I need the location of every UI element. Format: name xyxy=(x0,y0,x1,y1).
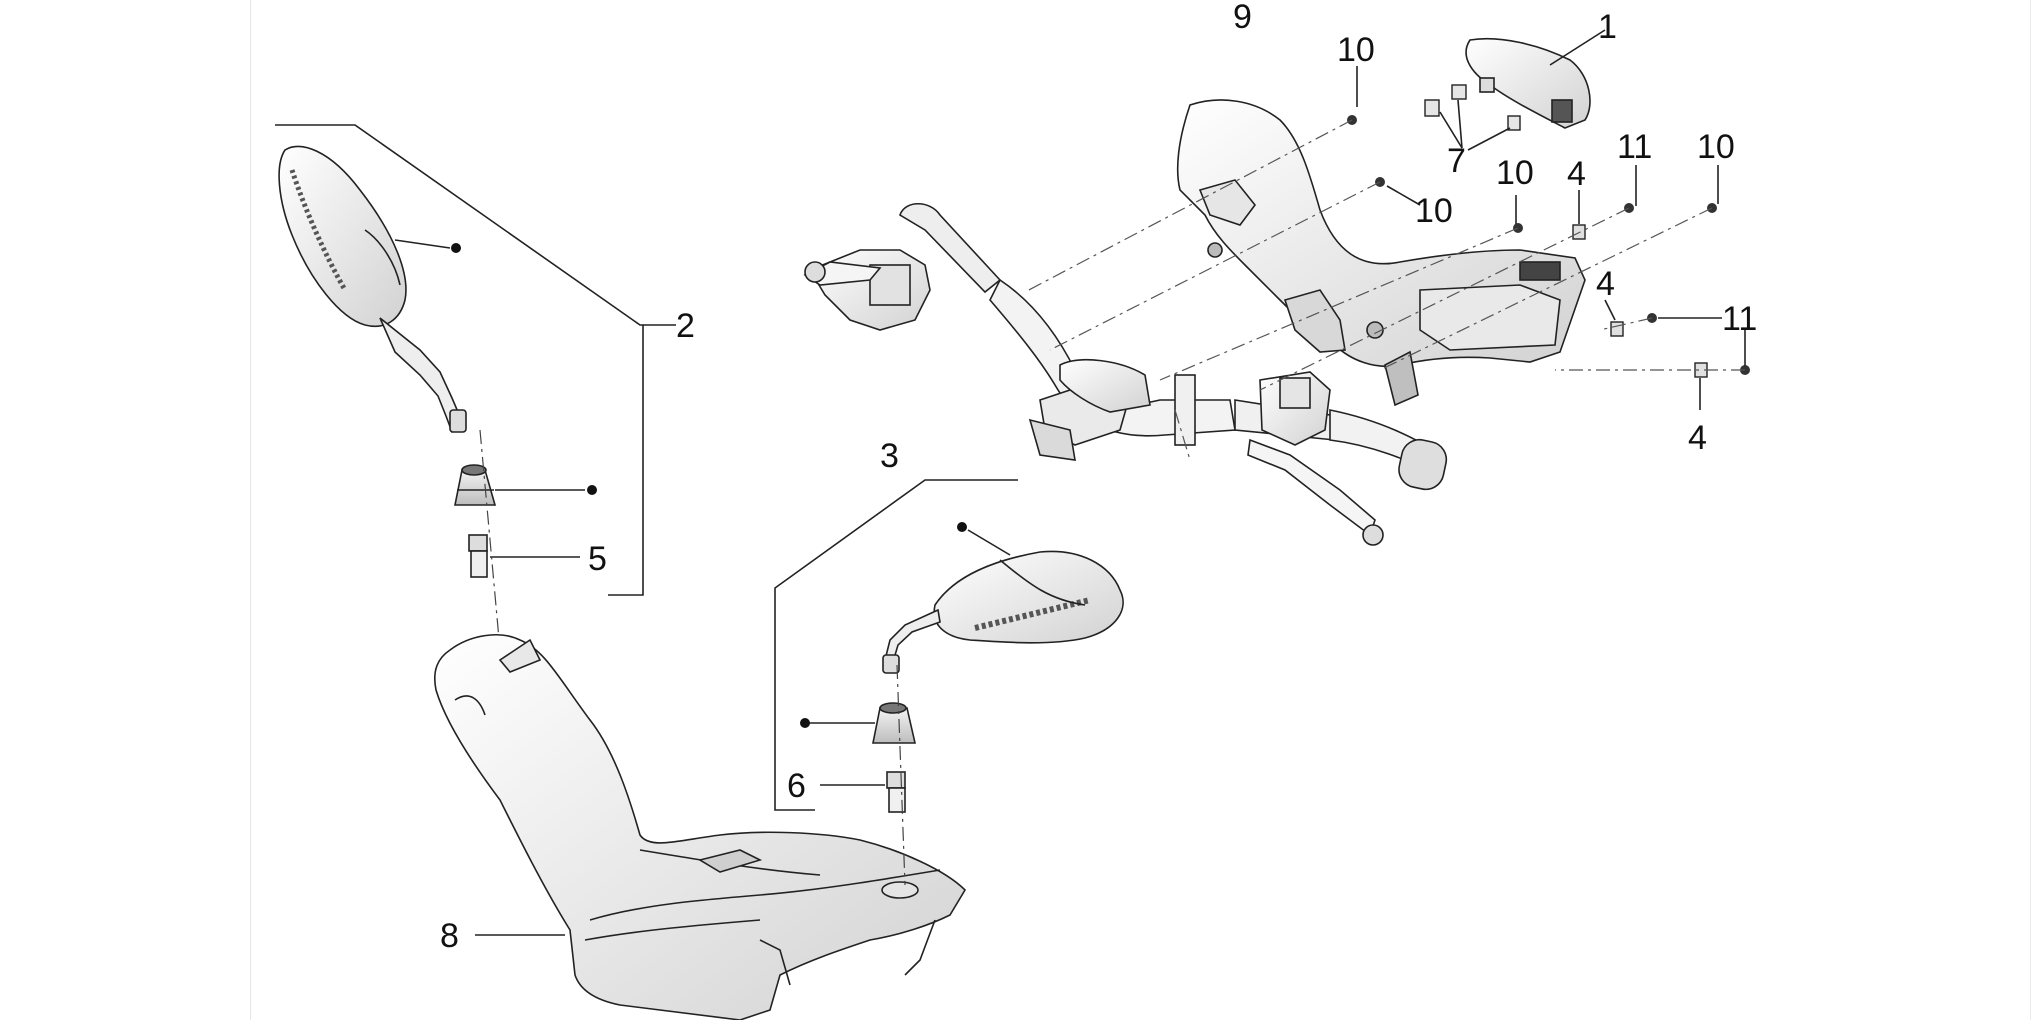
bullet-dot-icon xyxy=(587,485,597,495)
callout-10-b: 10 xyxy=(1415,192,1453,230)
left-rubber-boot xyxy=(454,464,497,506)
assembly-lines xyxy=(1024,119,1745,461)
axis-line xyxy=(479,429,501,651)
callout-4-top: 4 xyxy=(1567,155,1586,193)
callout-4-middle: 4 xyxy=(1596,265,1615,303)
callout-5: 5 xyxy=(588,540,607,578)
bullet-dot-icon xyxy=(957,522,967,532)
callout-7: 7 xyxy=(1447,142,1466,180)
bullet-dot-icon xyxy=(800,718,810,728)
callout-10-d: 10 xyxy=(1697,128,1735,166)
left-mirror-adapter xyxy=(468,534,488,578)
right-margin-panel xyxy=(2030,0,2044,1020)
clips xyxy=(1424,84,1521,131)
callout-2: 2 xyxy=(676,307,695,345)
right-rubber-boot xyxy=(872,702,917,744)
right-mirror xyxy=(882,550,1124,674)
right-mirror-adapter xyxy=(886,771,906,813)
clip-nuts xyxy=(1572,224,1708,378)
callout-10-c: 10 xyxy=(1496,154,1534,192)
rear-handlebar-cover xyxy=(1176,99,1586,407)
leader-lines-7 xyxy=(1439,99,1511,151)
leader-line xyxy=(967,529,1011,556)
callout-11-a: 11 xyxy=(1617,128,1652,166)
callout-9: 9 xyxy=(1233,0,1252,36)
axis-line xyxy=(896,664,906,886)
callout-labels: 1 2 3 4 4 4 5 6 7 8 9 10 10 10 10 11 11 xyxy=(440,0,1757,955)
callout-8: 8 xyxy=(440,917,459,955)
callout-4-bottom: 4 xyxy=(1688,419,1707,457)
leader-lines-screws xyxy=(1356,66,1746,410)
left-margin-panel xyxy=(0,0,251,1020)
handlebar-assembly xyxy=(803,202,1448,546)
group-bracket-3 xyxy=(774,479,1018,811)
leader-line xyxy=(1549,29,1606,66)
callout-3: 3 xyxy=(880,437,899,475)
callout-6: 6 xyxy=(787,767,806,805)
group-bracket-2 xyxy=(275,124,676,596)
callout-10-a: 10 xyxy=(1337,31,1375,69)
callout-11-b: 11 xyxy=(1722,300,1757,338)
bullet-dot-icon xyxy=(451,243,461,253)
front-handlebar-cover xyxy=(434,634,967,1020)
leader-line xyxy=(394,239,451,249)
left-mirror xyxy=(278,145,467,434)
switch-cover xyxy=(1465,37,1591,129)
callout-1: 1 xyxy=(1598,8,1617,46)
